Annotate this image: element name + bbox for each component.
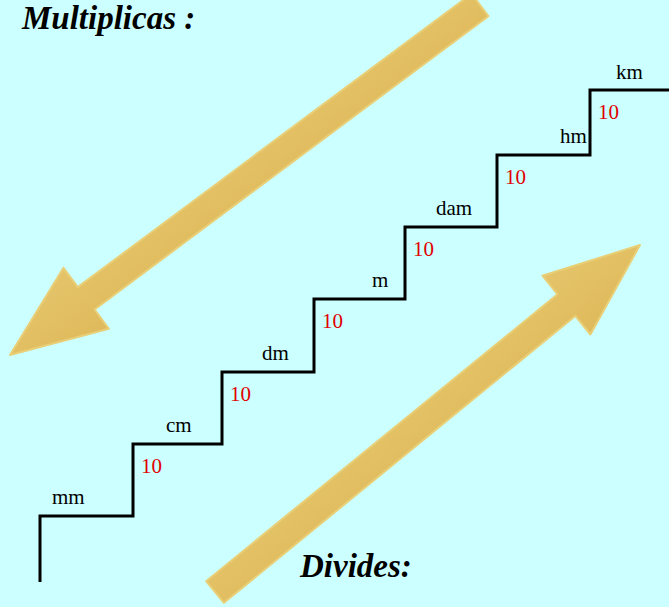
divide-arrow <box>206 245 640 603</box>
factor-number: 10 <box>141 454 162 478</box>
factor-number: 10 <box>505 165 526 189</box>
unit-label: dm <box>262 341 289 365</box>
unit-label: dam <box>436 196 472 220</box>
unit-label: cm <box>166 413 192 437</box>
staircase-line <box>40 90 669 582</box>
unit-label: hm <box>560 124 587 148</box>
unit-label: m <box>372 268 388 292</box>
factor-number: 10 <box>413 237 434 261</box>
factor-number: 10 <box>322 309 343 333</box>
unit-label: mm <box>52 485 85 509</box>
factor-number: 10 <box>230 382 251 406</box>
multiply-arrow <box>10 0 488 355</box>
unit-label: km <box>616 60 643 84</box>
divide-title: Divides: <box>300 548 412 586</box>
factor-number: 10 <box>598 100 619 124</box>
multiply-title: Multiplicas : <box>22 0 195 38</box>
